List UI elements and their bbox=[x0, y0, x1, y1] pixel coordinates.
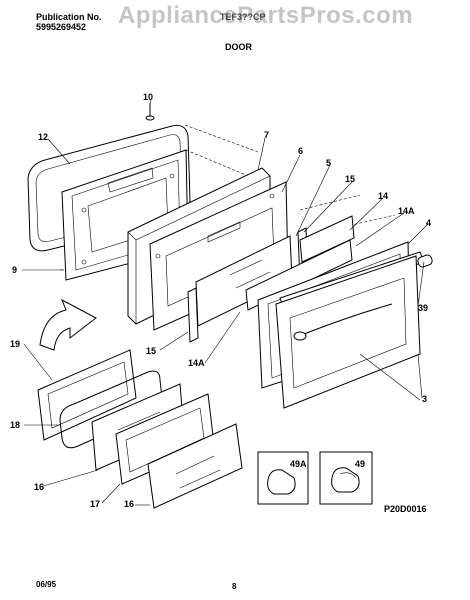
callout-7: 7 bbox=[264, 130, 270, 140]
screw-10 bbox=[145, 103, 155, 121]
callout-39: 39 bbox=[418, 303, 429, 313]
inset-49A bbox=[257, 451, 309, 505]
callout-14A-upper: 14A bbox=[398, 206, 415, 216]
callout-14: 14 bbox=[378, 191, 389, 201]
callout-17: 17 bbox=[90, 499, 101, 509]
glass-frame-19 bbox=[37, 349, 137, 441]
callout-3: 3 bbox=[422, 394, 428, 404]
model-number: TEF3??CP bbox=[220, 12, 266, 22]
callout-10: 10 bbox=[143, 92, 154, 102]
callout-6: 6 bbox=[298, 146, 304, 156]
footer-date: 06/95 bbox=[36, 580, 57, 589]
callout-14A-lower: 14A bbox=[188, 358, 205, 368]
curved-arrow-icon bbox=[39, 298, 97, 351]
door-front-3 bbox=[275, 255, 421, 409]
callout-15-lower: 15 bbox=[146, 346, 157, 356]
inset-49 bbox=[319, 451, 373, 505]
callout-12: 12 bbox=[38, 132, 49, 142]
leader-lines bbox=[22, 99, 429, 506]
footer-page-number: 8 bbox=[232, 582, 237, 591]
callout-4: 4 bbox=[426, 218, 432, 228]
callout-49A: 49A bbox=[290, 459, 307, 469]
watermark: AppliancePartsPros.com bbox=[118, 2, 414, 29]
callout-16-lower: 16 bbox=[124, 499, 135, 509]
callout-18: 18 bbox=[10, 420, 21, 430]
callout-5: 5 bbox=[326, 158, 332, 168]
figure-code: P20D0016 bbox=[384, 504, 427, 514]
callout-16-upper: 16 bbox=[34, 482, 45, 492]
publication-label: Publication No. bbox=[36, 12, 102, 22]
publication-number: 5995269452 bbox=[36, 22, 87, 32]
insulation-14 bbox=[245, 215, 355, 311]
callout-15-upper: 15 bbox=[345, 174, 356, 184]
callout-9: 9 bbox=[12, 265, 18, 275]
callout-49: 49 bbox=[355, 459, 366, 469]
callout-19: 19 bbox=[10, 339, 21, 349]
glass-pane-16b bbox=[147, 423, 243, 509]
section-title: DOOR bbox=[225, 42, 252, 52]
